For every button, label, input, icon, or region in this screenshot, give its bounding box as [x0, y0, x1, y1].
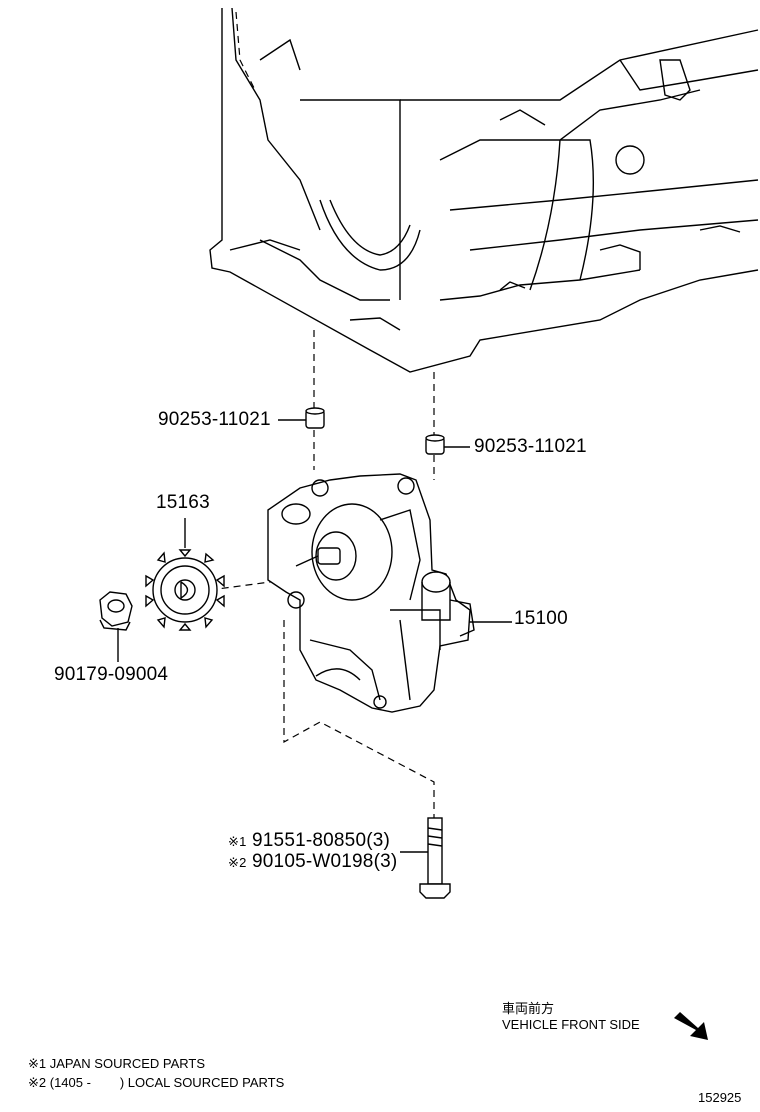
vehicle-front-label: VEHICLE FRONT SIDE: [502, 1017, 640, 1032]
oil-pump: [267, 473, 475, 713]
flange-bolt: [419, 817, 451, 899]
part-number-bolt-2[interactable]: 90105-W0198(3): [252, 851, 398, 872]
part-label-dowel-left[interactable]: 90253-11021: [158, 409, 271, 430]
part-label-nut[interactable]: 90179-09004: [54, 664, 169, 685]
dowel-pin-right: [425, 434, 445, 455]
part-label-bolt-1: ※1 91551-80850(3): [228, 830, 390, 852]
part-label-oil-pump[interactable]: 15100: [514, 608, 568, 629]
footnote-1: ※1 JAPAN SOURCED PARTS: [28, 1056, 206, 1071]
arrow-down-right-icon: [674, 1012, 708, 1040]
flange-nut: [99, 591, 133, 631]
part-label-sprocket[interactable]: 15163: [156, 492, 210, 513]
vehicle-front-label-jp: 車両前方: [502, 1001, 555, 1016]
leader-lines: [117, 419, 512, 853]
note-mark-2: ※2: [228, 855, 247, 870]
part-number-bolt-1[interactable]: 91551-80850(3): [252, 830, 391, 851]
dowel-pin-left: [305, 407, 325, 429]
part-label-bolt-2: ※2 90105-W0198(3): [228, 851, 397, 873]
footnote-2: ※2 (1405 - ) LOCAL SOURCED PARTS: [28, 1075, 285, 1090]
sprocket-gear: [145, 549, 225, 631]
note-mark-1: ※1: [228, 834, 247, 849]
engine-block: [209, 7, 759, 373]
part-label-dowel-right[interactable]: 90253-11021: [474, 436, 587, 457]
diagram-number: 152925: [698, 1090, 742, 1105]
